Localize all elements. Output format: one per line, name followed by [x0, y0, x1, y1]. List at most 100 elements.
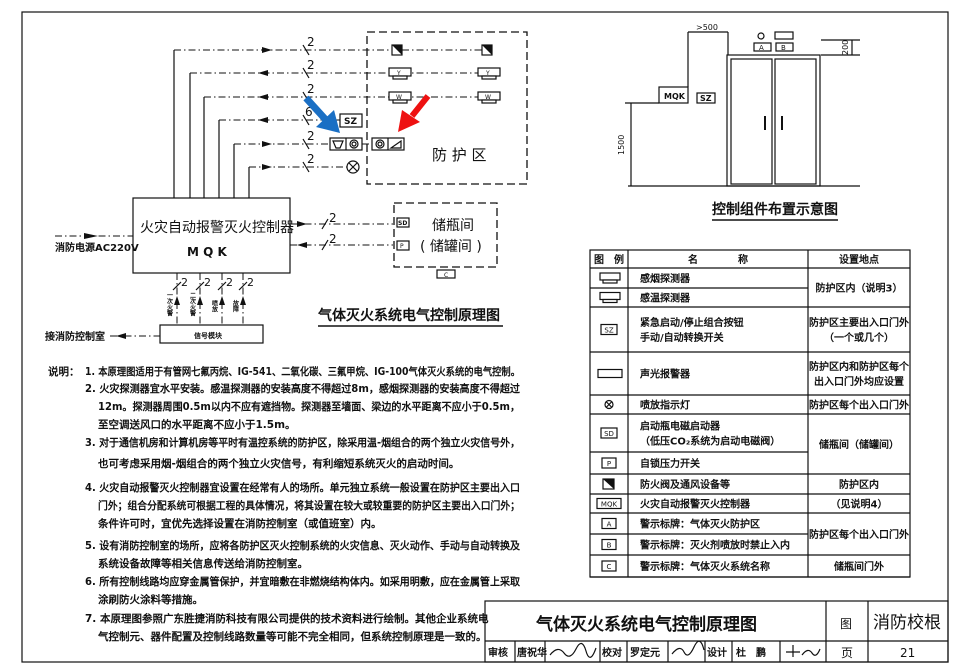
notes-label: 说明： — [48, 365, 80, 378]
wire-count: 2 — [226, 276, 233, 289]
note-line: 系统设备故障等相关信息传送给消防控制室。 — [98, 557, 308, 570]
smoke-detector-icon: Y — [477, 67, 501, 80]
audible-visual-alarm-icon — [371, 137, 405, 151]
legend-location: 储瓶间门外 — [833, 560, 884, 573]
wire-count: 2 — [307, 58, 315, 72]
release-indicator-lamp-icon — [346, 160, 360, 174]
page-label: 页 — [841, 646, 853, 660]
legend-name: 喷放指示灯 — [640, 399, 690, 412]
wire-count: 2 — [307, 35, 315, 49]
note-line: 气控制元、器件配置及控制线路数量等可能不完全相同，但系统控制原理是一致的。 — [97, 630, 487, 643]
layout-title: 控制组件布置示意图 — [712, 201, 838, 218]
signal-module-label: 信号模块 — [194, 331, 223, 340]
legend-location: 防护区内和防护区每个 — [809, 360, 910, 373]
legend-row: B 警示标牌：灭火剂喷放时禁止入内 — [601, 538, 790, 552]
page-number: 21 — [900, 646, 915, 660]
wire-count: 2 — [307, 129, 315, 143]
legend-location: （一个或几个） — [824, 331, 894, 344]
svg-text:B: B — [607, 542, 612, 550]
wire-count: 2 — [329, 211, 337, 225]
SZ-icon: SZ — [600, 323, 618, 336]
signal-label: 喷放 — [211, 299, 219, 313]
emergency-start-stop-button-icon: SZ — [339, 113, 363, 128]
dim-width: >500 — [696, 23, 718, 32]
legend-header: 设置地点 — [839, 253, 879, 266]
title-block: 气体灭火系统电气控制原理图 消防校根 图 审核 唐祝华 校对 罗定元 设计 杜 … — [484, 600, 949, 663]
fire-damper-icon — [481, 44, 493, 56]
legend-location: 防护区主要出入口门外 — [809, 316, 909, 329]
svg-text:SZ: SZ — [344, 117, 357, 127]
legend-name: 警示标牌：灭火剂喷放时禁止入内 — [639, 539, 790, 552]
wire-count-ticks: 2 2 2 6 2 2 — [302, 35, 315, 173]
designer: 杜 鹏 — [736, 646, 766, 659]
control-room-label: 接消防控制室 — [45, 330, 105, 343]
heat-detector-icon — [599, 291, 621, 304]
note-line: 条件许可时，宜优先选择设置在消防控制室（或值班室）内。 — [97, 517, 382, 530]
storage-room-label: 储瓶间 — [432, 218, 474, 234]
legend-name: 启动瓶电磁启动器 — [640, 420, 721, 433]
note-line: 3. 对于通信机房和计算机房等平时有温控系统的防护区，除采用温-烟组合的两个独立… — [85, 436, 520, 449]
checker-signature — [671, 640, 705, 656]
legend-name: 紧急启动/停止组合按钮 — [640, 316, 744, 329]
note-line: 7. 本原理图参照广东胜捷消防科技有限公司提供的技术资料进行绘制。其他企业系统电 — [85, 612, 489, 625]
release-lamp-icon — [604, 399, 614, 410]
storage-room-alt-label: ( 储罐间 ) — [420, 239, 482, 255]
note-line: 6. 所有控制线路均应穿金属管保护，并宜暗敷在非燃烧结构体内。如采用明敷，应在金… — [85, 575, 520, 588]
review-label: 审核 — [488, 646, 508, 659]
legend-name: 火灾自动报警灭火控制器 — [640, 498, 751, 511]
protection-zone-boundary — [366, 31, 528, 185]
wire-count: 2 — [247, 276, 254, 289]
fire-alarm-extinguishing-controller — [132, 197, 291, 274]
svg-text:Y: Y — [485, 70, 490, 77]
legend-location: （见说明4） — [831, 498, 888, 511]
legend-name: 声光报警器 — [639, 368, 691, 381]
legend-row: 喷放指示灯 防护区每个出入口门外 — [604, 399, 909, 412]
heat-detector-icon: W — [388, 91, 412, 104]
protection-zone-label: 防 护 区 — [432, 146, 487, 164]
note-line: 12m。探测器周围0.5m以内不应有遮挡物。探测器至墙面、梁边的水平距离不应小于… — [98, 400, 520, 413]
dim-top: 200 — [841, 40, 850, 55]
storage-room-boundary — [393, 202, 498, 268]
svg-text:A: A — [607, 521, 612, 529]
SD-icon: SD — [600, 427, 618, 439]
svg-text:W: W — [396, 94, 402, 101]
legend-name: 警示标牌：气体灭火系统名称 — [639, 560, 770, 573]
red-arrow-icon — [398, 94, 431, 132]
heat-detector-icon: W — [477, 91, 501, 104]
fire-damper-icon — [391, 44, 403, 56]
legend-location: 防护区每个出入口门外 — [809, 399, 909, 412]
layout-diagram: MQK SZ A B >500 1500 200 控制组件布置示意图 — [617, 23, 860, 221]
mqk-label: MQK — [664, 92, 686, 101]
svg-text:SZ: SZ — [604, 327, 613, 335]
controller-code: M Q K — [187, 245, 227, 259]
legend-name: 防火阀及通风设备等 — [640, 478, 730, 491]
legend-location: 防护区每个出入口门外 — [809, 528, 909, 541]
legend-name: 感温探测器 — [640, 292, 691, 305]
signal-label: 一次火警 — [166, 292, 174, 317]
release-lamp-icon — [757, 32, 765, 40]
legend-name: 手动/自动转换开关 — [640, 331, 724, 344]
note-line: 也可考虑采用烟-烟组合的两个独立火灾信号，有利缩短系统灭火的启动时间。 — [98, 457, 459, 470]
smoke-detector-icon — [599, 272, 621, 284]
svg-text:W: W — [485, 94, 491, 101]
legend-name: 自锁压力开关 — [640, 457, 700, 470]
fire-damper-icon — [602, 478, 615, 490]
sign-a: A — [759, 44, 764, 52]
svg-text:SD: SD — [604, 430, 614, 438]
legend-name: 警示标牌：气体灭火防护区 — [639, 518, 760, 531]
sz-label: SZ — [700, 94, 712, 103]
note-line: 至空调送风口的水平距离不应小于1.5m。 — [98, 418, 296, 431]
B-icon: B — [601, 538, 617, 551]
blue-arrow-icon — [303, 95, 340, 133]
control-schematic: 2 2 2 6 2 2 防 护 区 Y Y W W SZ 火灾自动报警灭火控制器… — [45, 31, 528, 344]
note-line: 1. 本原理图适用于有管网七氟丙烷、IG-541、二氧化碳、三氟甲烷、IG-10… — [85, 365, 520, 378]
fig-label: 图 — [840, 617, 852, 631]
